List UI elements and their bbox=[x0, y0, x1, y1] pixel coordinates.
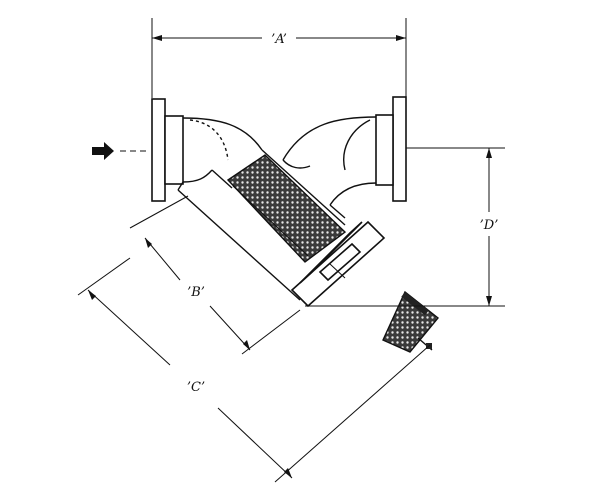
dimension-d: ’D’ bbox=[305, 147, 505, 307]
strainer-body bbox=[177, 149, 346, 301]
cover-flange bbox=[290, 220, 386, 308]
label-a: ’A’ bbox=[271, 32, 287, 47]
outlet-pipe bbox=[282, 116, 377, 206]
outlet-flange bbox=[375, 96, 407, 202]
dimension-c: ’C’ bbox=[77, 257, 431, 483]
inlet-flange bbox=[151, 98, 184, 202]
screen-basket bbox=[226, 154, 347, 263]
dimension-b: ’B’ bbox=[129, 195, 301, 355]
flow-direction-arrow bbox=[92, 142, 150, 160]
label-d: ’D’ bbox=[480, 218, 499, 233]
removed-screen-plug bbox=[382, 290, 439, 353]
dimension-a: ’A’ bbox=[151, 18, 407, 98]
inlet-pipe bbox=[177, 117, 263, 191]
label-c: ’C’ bbox=[187, 380, 205, 395]
label-b: ’B’ bbox=[187, 285, 205, 300]
